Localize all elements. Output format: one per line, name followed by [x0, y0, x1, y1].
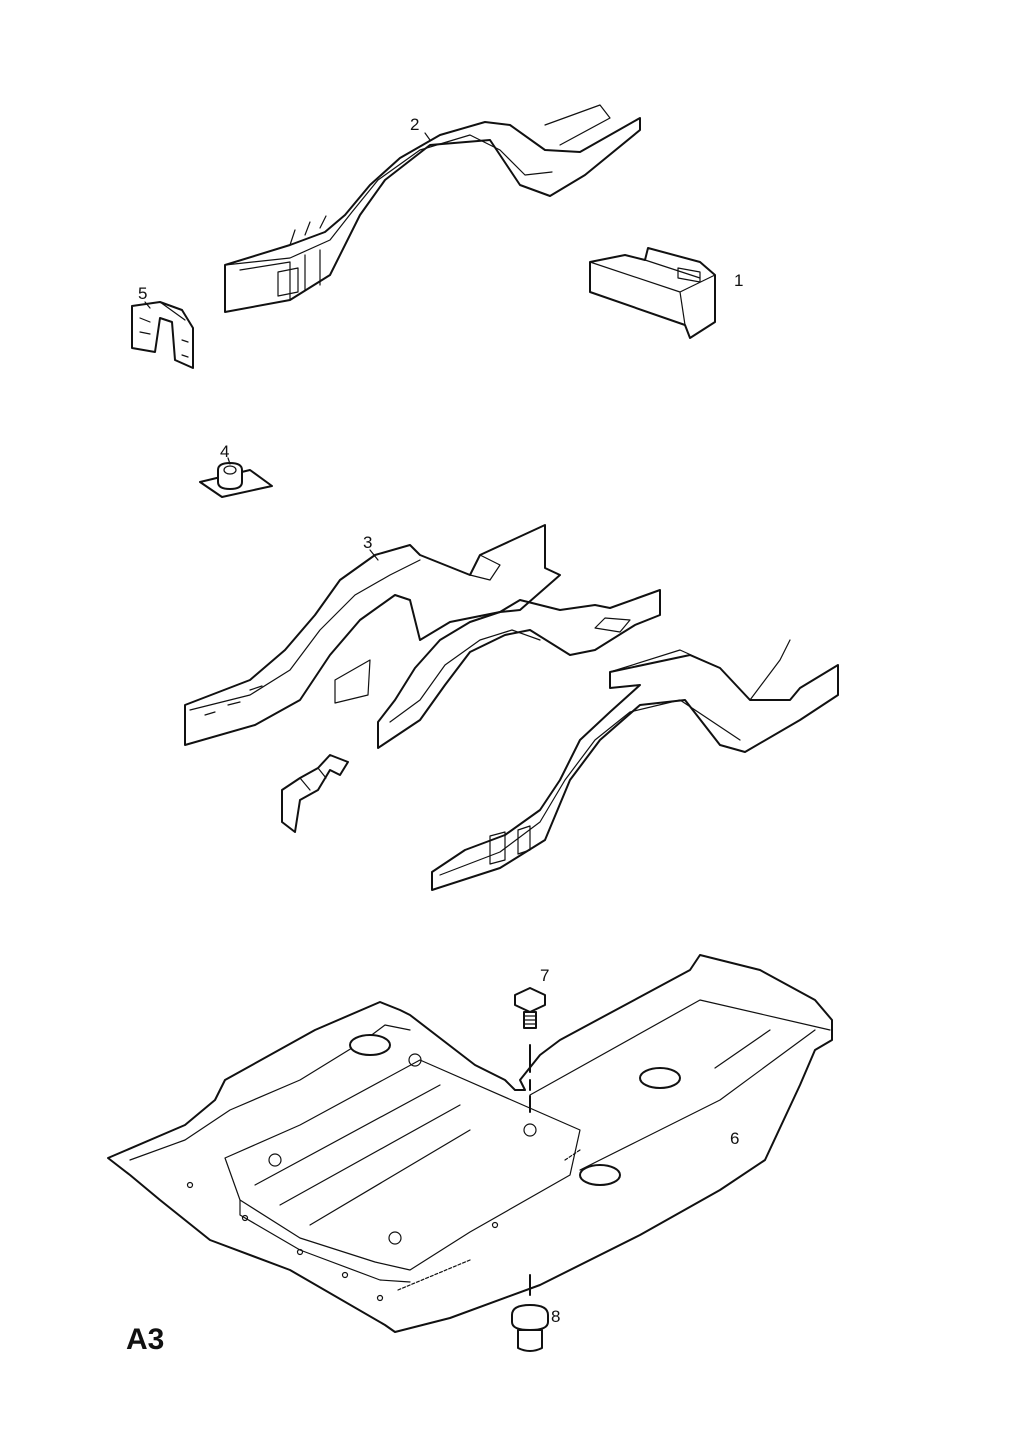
callout-leader-5: [144, 301, 151, 309]
part-8-clip-fastener: [511, 1274, 549, 1352]
part-3-right-member: [431, 639, 839, 891]
part-3-center-member: [377, 589, 661, 749]
part-3-clip: [281, 754, 349, 833]
callout-6: 6: [730, 1129, 740, 1148]
part-6-underbody-panel: [107, 954, 833, 1333]
callout-leader-2: [424, 132, 431, 141]
callout-4: 4: [220, 442, 230, 461]
part-5-small-bracket: [131, 301, 194, 369]
callout-5: 5: [138, 284, 148, 303]
callout-leader-3: [369, 549, 379, 561]
part-7-bolt: [514, 987, 546, 1113]
sheet-code: A3: [126, 1323, 165, 1356]
part-2-side-rail: [224, 104, 641, 313]
callout-leader-4: [227, 457, 231, 465]
callout-3: 3: [363, 533, 373, 552]
callout-7: 7: [540, 966, 550, 985]
part-4-nut-plate: [199, 462, 273, 498]
callout-2: 2: [410, 115, 420, 134]
part-1-bracket: [589, 247, 716, 339]
part-3-rail-assembly: [184, 524, 561, 746]
callout-1: 1: [734, 271, 744, 290]
callout-8: 8: [551, 1307, 561, 1326]
